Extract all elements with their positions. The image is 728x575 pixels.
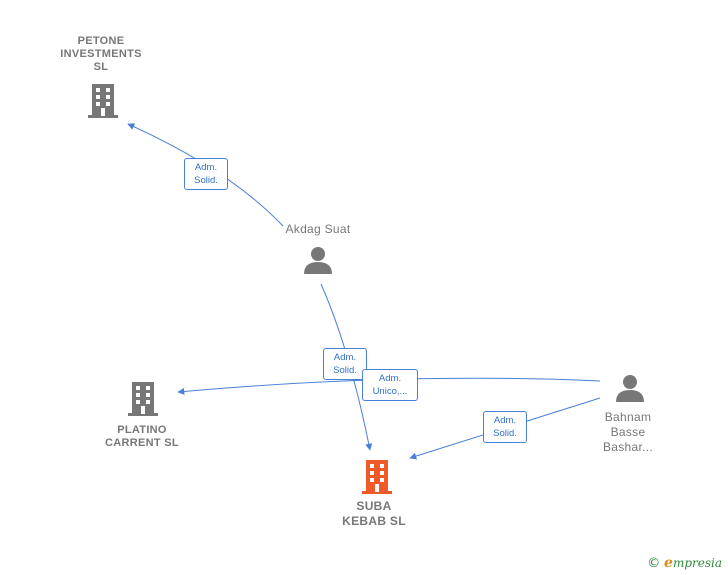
brand-watermark[interactable]: © empresia [647,555,722,571]
node-label-bahnam[interactable]: Bahnam Basse Bashar... [588,410,668,455]
person-icon[interactable] [304,247,332,274]
edge-label-akdag-petone[interactable]: Adm. Solid. [184,158,228,190]
edge-label-bahnam-suba[interactable]: Adm. Solid. [483,411,527,443]
building-icon[interactable] [88,84,118,118]
edge-label-line: Solid. [333,365,357,376]
edge-label-line: Solid. [194,175,218,186]
label-line: SL [93,61,109,73]
copyright-icon: © [647,556,661,571]
building-icon-main[interactable] [362,460,392,494]
label-line: Akdag Suat [285,222,351,236]
edge-label-line: Adm. [333,352,357,363]
building-icon[interactable] [128,382,158,416]
label-line: KEBAB SL [342,514,406,528]
label-line: Bashar... [602,440,654,454]
node-label-suba[interactable]: SUBA KEBAB SL [324,499,424,529]
edge-label-line: Adm. [194,162,218,173]
node-label-petone[interactable]: PETONE INVESTMENTS SL [46,35,156,74]
brand-name: mpresia [672,556,722,570]
edge-label-line: Adm. [378,373,402,384]
label-line: PLATINO [117,424,167,436]
edge-label-line: Unico,... [372,386,408,397]
node-label-platino[interactable]: PLATINO CARRENT SL [90,424,194,450]
node-label-akdag[interactable]: Akdag Suat [268,222,368,237]
edge-label-line: Solid. [493,428,517,439]
edge-label-akdag-suba[interactable]: Adm. Solid. [323,348,367,380]
label-line: INVESTMENTS [60,48,142,60]
edge-label-bahnam-platino[interactable]: Adm. Unico,... [362,369,418,401]
label-line: Basse [610,425,646,439]
label-line: CARRENT SL [105,437,179,449]
label-line: Bahnam [604,410,652,424]
brand-initial: e [664,555,673,571]
label-line: SUBA [356,499,392,513]
edge-label-line: Adm. [493,415,517,426]
label-line: PETONE [77,35,125,47]
person-icon[interactable] [616,375,644,402]
